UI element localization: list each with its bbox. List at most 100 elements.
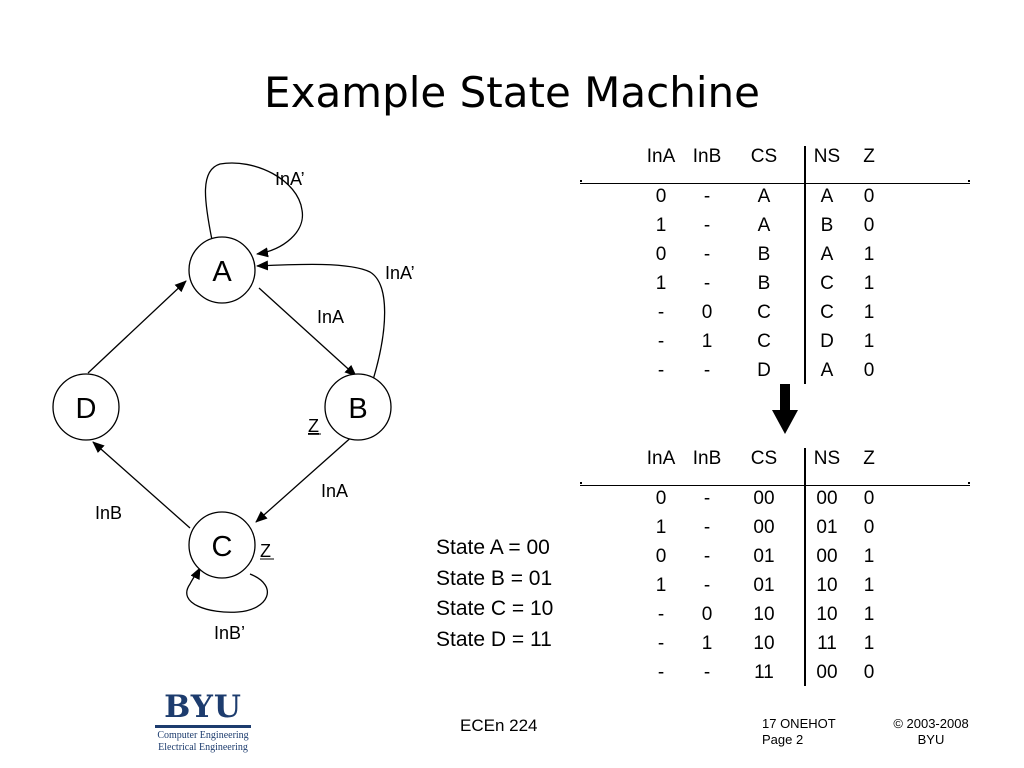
table-cell: 1 xyxy=(863,302,875,323)
table-cell: 00 xyxy=(816,488,838,509)
table-header-cell: InA xyxy=(646,448,676,469)
table-cell: - xyxy=(657,302,665,323)
table-cell: 00 xyxy=(816,662,838,683)
table-cell: 1 xyxy=(655,215,667,236)
table-header-cell: InB xyxy=(692,146,722,167)
table-cell: 1 xyxy=(701,331,713,352)
table-cell: 1 xyxy=(655,517,667,538)
table-cell: C xyxy=(820,273,834,294)
table-cell: C xyxy=(820,302,834,323)
logo-subtitle-1: Computer Engineering xyxy=(157,730,249,741)
table-cell: 11 xyxy=(754,662,774,683)
table-cell: B xyxy=(757,244,771,265)
table-cell: - xyxy=(703,273,711,294)
footer-copyright: © 2003-2008 BYU xyxy=(888,716,974,748)
state-node-b: B xyxy=(324,373,392,441)
table-cell: - xyxy=(657,662,665,683)
down-arrow-icon xyxy=(772,384,798,434)
table-cell: 10 xyxy=(816,604,838,625)
table-cell: - xyxy=(703,215,711,236)
table-cell: B xyxy=(757,273,771,294)
table-header-cell: Z xyxy=(863,146,875,167)
table-cell: - xyxy=(657,604,665,625)
table-cell: 10 xyxy=(753,604,775,625)
table-cell: A xyxy=(820,186,834,207)
table-cell: A xyxy=(757,215,771,236)
table-header-cell: InB xyxy=(692,448,722,469)
edge-label-c-self: InB’ xyxy=(214,623,245,643)
table-cell: A xyxy=(757,186,771,207)
table-cell: 1 xyxy=(701,633,713,654)
state-node-d: D xyxy=(52,373,120,441)
state-assignment-c: State C = 10 xyxy=(436,597,554,620)
table-cell: - xyxy=(703,517,711,538)
table-cell: - xyxy=(703,662,711,683)
table-cell: 0 xyxy=(655,488,667,509)
table-cell: - xyxy=(703,244,711,265)
table-cell: 0 xyxy=(701,302,713,323)
table-header-cell: CS xyxy=(750,146,778,167)
edge-c-to-d xyxy=(92,441,191,529)
table-cell: 00 xyxy=(753,517,775,538)
table-cell: - xyxy=(703,546,711,567)
table-cell: 0 xyxy=(863,360,875,381)
table-cell: 00 xyxy=(816,546,838,567)
edge-label-b-to-a: InA’ xyxy=(385,263,415,283)
edge-a-to-b xyxy=(258,287,357,377)
table-cell: - xyxy=(703,575,711,596)
edge-c-self-loop xyxy=(186,567,269,613)
table-cell: 0 xyxy=(863,517,875,538)
footer-copyright-years: © 2003-2008 xyxy=(893,716,969,731)
footer-page-info: 17 ONEHOT Page 2 xyxy=(762,716,836,748)
state-label-b: B xyxy=(348,393,367,425)
table-cell: C xyxy=(757,302,771,323)
edge-label-a-to-b: InA xyxy=(317,307,344,327)
table-cell: 1 xyxy=(863,331,875,352)
table-cell: 10 xyxy=(816,575,838,596)
output-label-b: Z xyxy=(308,416,319,436)
edge-b-to-c xyxy=(255,433,356,523)
table-cell: 0 xyxy=(863,488,875,509)
edge-b-to-a xyxy=(256,260,386,381)
table-cell: A xyxy=(820,360,834,381)
table-cell: 10 xyxy=(753,633,775,654)
table-cell: 01 xyxy=(753,546,775,567)
state-node-a: A xyxy=(188,236,256,304)
table-cell: 1 xyxy=(863,633,875,654)
table-cell: 0 xyxy=(863,662,875,683)
table-cell: 0 xyxy=(701,604,713,625)
table-cell: B xyxy=(820,215,834,236)
edge-label-a-self: InA’ xyxy=(275,169,305,189)
state-assignment-a: State A = 00 xyxy=(436,536,550,559)
table-cell: 11 xyxy=(817,633,837,654)
state-label-c: C xyxy=(212,531,233,563)
table-cell: C xyxy=(757,331,771,352)
table-cell: 1 xyxy=(863,273,875,294)
table-header-cell: InA xyxy=(646,146,676,167)
table-header-cell: NS xyxy=(813,448,841,469)
edge-label-c-to-d: InB xyxy=(95,503,122,523)
logo-subtitle-2: Electrical Engineering xyxy=(158,742,248,753)
footer-page-number: Page 2 xyxy=(762,732,804,747)
edge-d-to-a xyxy=(87,280,187,374)
state-assignment-b: State B = 01 xyxy=(436,566,553,590)
footer-copyright-owner: BYU xyxy=(917,732,945,747)
table-cell: 1 xyxy=(655,273,667,294)
table-cell: - xyxy=(657,331,665,352)
state-label-d: D xyxy=(76,393,97,425)
table-cell: 01 xyxy=(816,517,838,538)
table-cell: 0 xyxy=(655,546,667,567)
state-assignments: State A = 00 State B = 01 State C = 10 S… xyxy=(436,533,553,655)
table-header-cell: NS xyxy=(813,146,841,167)
table-cell: - xyxy=(703,488,711,509)
table-header-cell: CS xyxy=(750,448,778,469)
edge-label-b-to-c: InA xyxy=(321,481,348,501)
edge-a-self-loop xyxy=(204,162,304,258)
table-cell: 1 xyxy=(863,575,875,596)
table-cell: - xyxy=(703,186,711,207)
logo-divider xyxy=(155,725,251,728)
table-cell: 01 xyxy=(753,575,775,596)
footer-course: ECEn 224 xyxy=(460,716,538,735)
